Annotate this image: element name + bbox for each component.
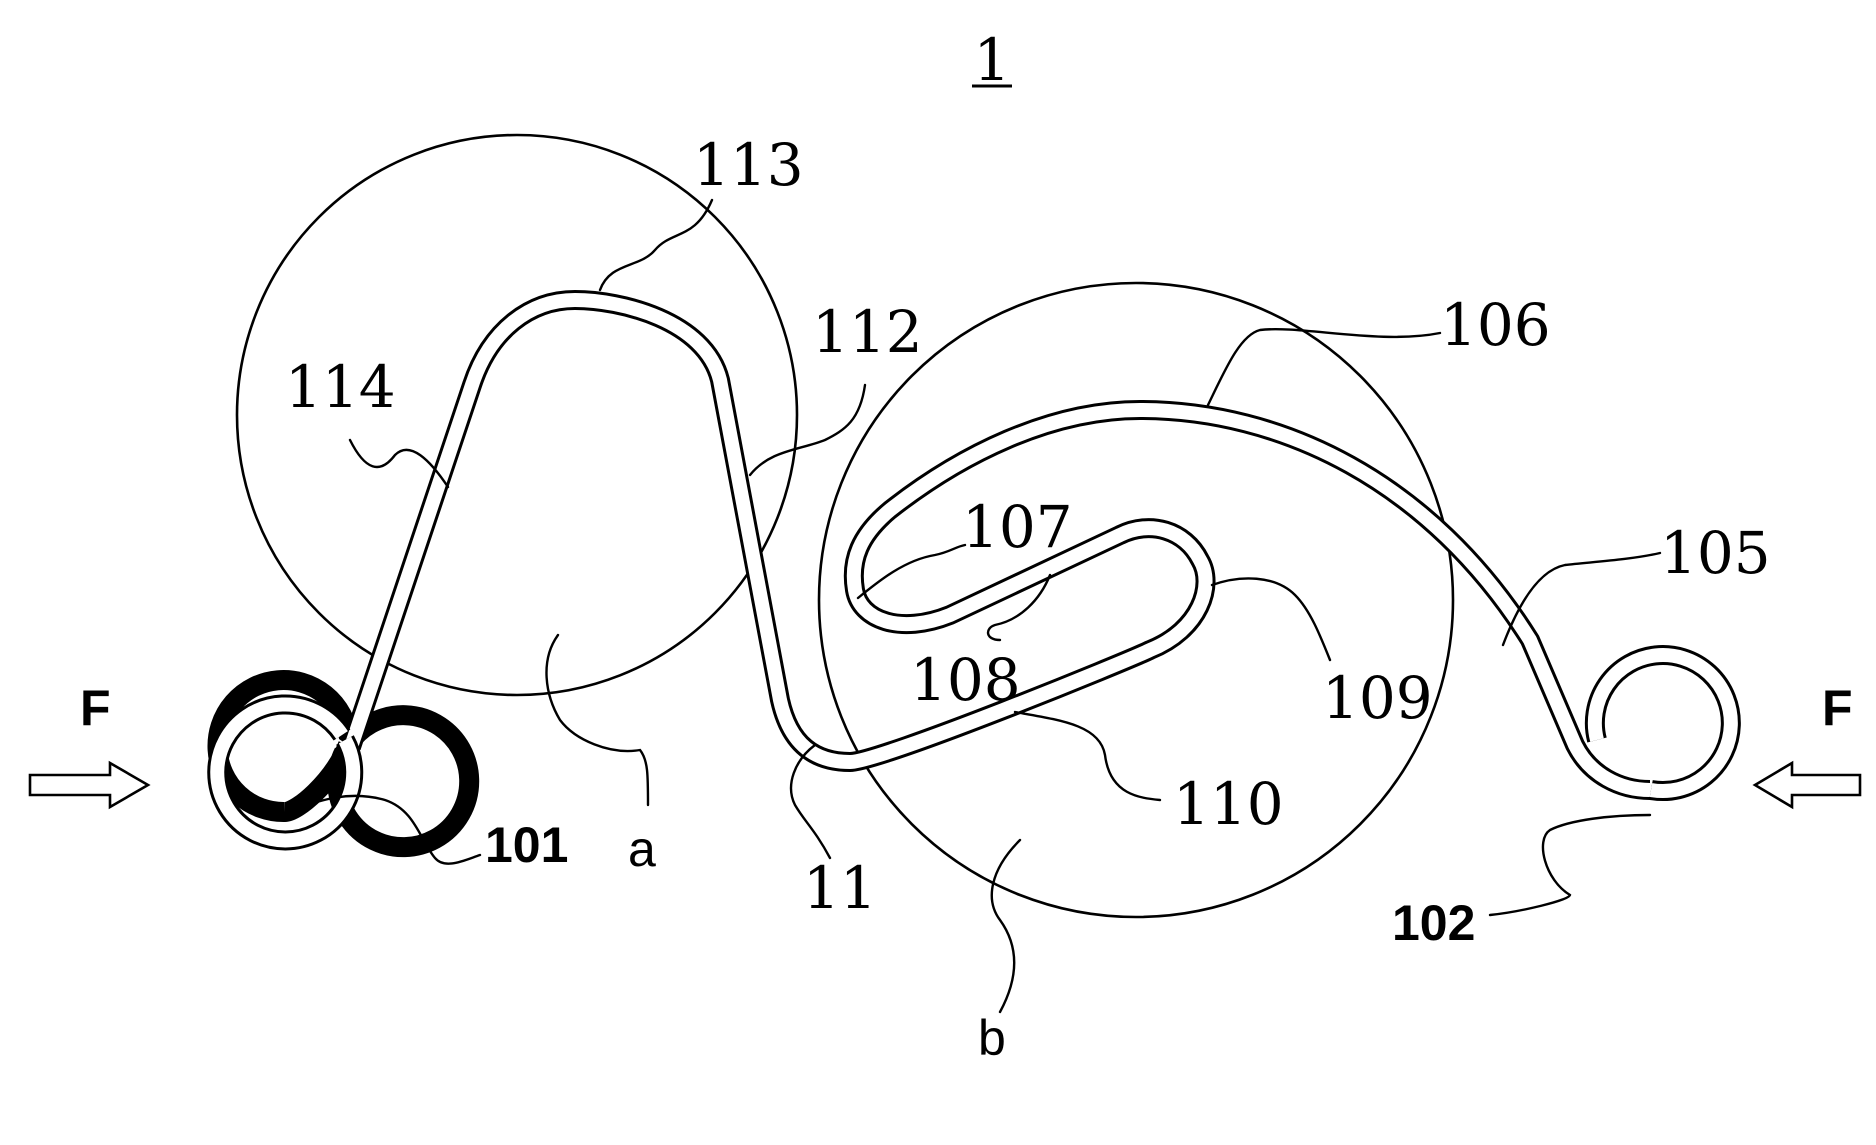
- label-110: 110: [1173, 770, 1284, 838]
- force-arrow-left: [30, 763, 148, 807]
- label-113: 113: [693, 131, 804, 199]
- label-109: 109: [1322, 664, 1433, 732]
- label-114: 114: [285, 353, 396, 421]
- leader-106: [1208, 329, 1440, 405]
- leader-107: [858, 545, 965, 598]
- label-106: 106: [1440, 291, 1551, 359]
- label-112: 112: [812, 298, 923, 366]
- leader-112: [750, 385, 865, 475]
- leader-102: [1490, 815, 1650, 915]
- force-arrow-right: [1755, 763, 1860, 807]
- label-11: 11: [803, 854, 877, 922]
- force-label-right: F: [1822, 680, 1853, 736]
- leader-a: [546, 635, 648, 805]
- leader-113: [600, 200, 712, 290]
- force-label-left: F: [80, 680, 111, 736]
- leader-110: [1015, 712, 1160, 800]
- leader-109: [1212, 578, 1330, 660]
- label-101: 101: [485, 817, 568, 873]
- label-105: 105: [1660, 519, 1771, 587]
- detail-circle-b: [819, 283, 1453, 917]
- label-a: a: [628, 821, 656, 877]
- leader-b: [992, 840, 1020, 1012]
- label-102: 102: [1392, 895, 1475, 951]
- label-b: b: [978, 1010, 1006, 1066]
- label-107: 107: [962, 493, 1073, 561]
- end-loop-102: [1595, 655, 1731, 791]
- label-108: 108: [910, 646, 1021, 714]
- figure-number: 1: [974, 26, 1011, 94]
